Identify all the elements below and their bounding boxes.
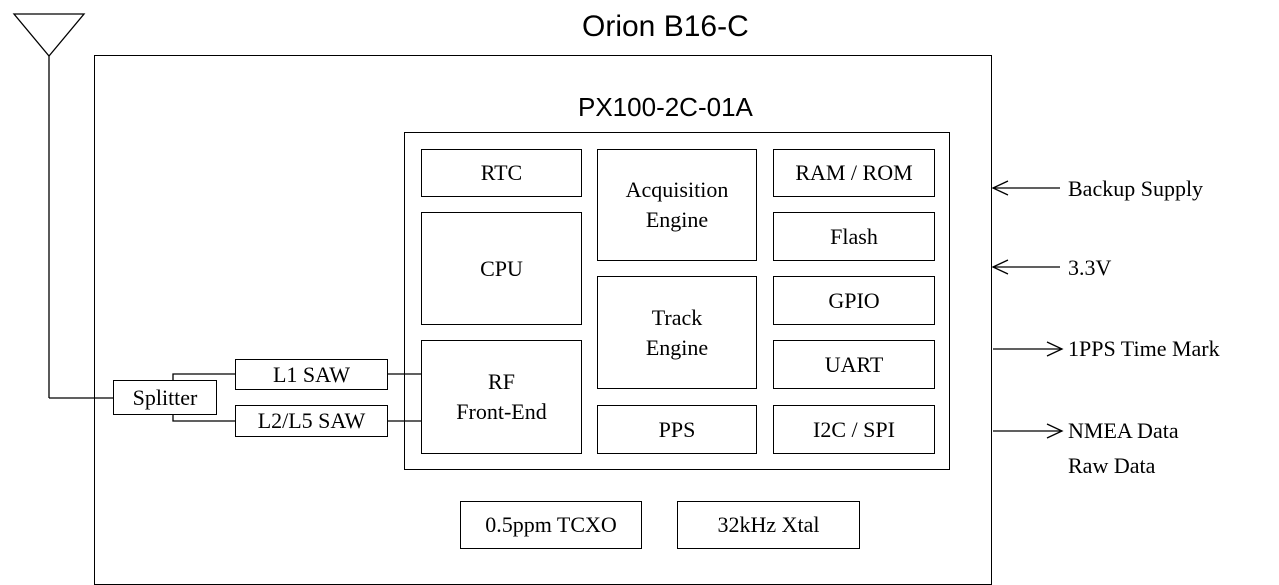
nmea-data-label: NMEA Data [1068,418,1179,443]
xtal-block: 32kHz Xtal [677,501,860,549]
chip-outline [404,132,950,470]
chip-title: PX100-2C-01A [578,92,753,122]
ram-rom-block: RAM / ROM [773,149,935,197]
l2l5-saw-block: L2/L5 SAW [235,405,388,437]
tcxo-block: 0.5ppm TCXO [460,501,642,549]
splitter-block: Splitter [113,380,217,415]
pps-block: PPS [597,405,757,454]
uart-block: UART [773,340,935,389]
rtc-block: RTC [421,149,582,197]
connection-lines [12,13,1064,439]
supply-3v3-label: 3.3V [1068,255,1112,280]
gpio-block: GPIO [773,276,935,325]
i2c-spi-block: I2C / SPI [773,405,935,454]
backup-supply-label: Backup Supply [1068,176,1204,201]
cpu-block: CPU [421,212,582,325]
antenna-icon [12,13,86,58]
module-title: Orion B16-C [582,10,749,43]
raw-data-label: Raw Data [1068,453,1156,478]
l1-saw-block: L1 SAW [235,359,388,390]
flash-block: Flash [773,212,935,261]
pps-time-mark-label: 1PPS Time Mark [1068,336,1220,361]
